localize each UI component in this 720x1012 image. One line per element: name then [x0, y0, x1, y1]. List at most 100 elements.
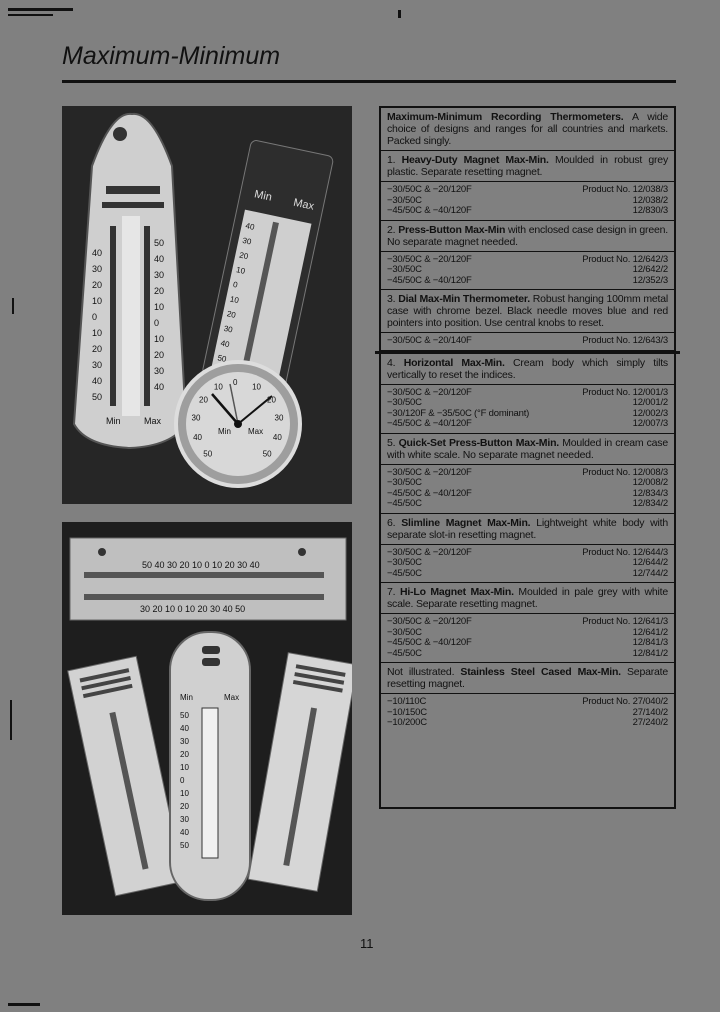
section-description: Moulded in pale grey with white scale. S… — [387, 586, 669, 610]
qs-scale-numeral: 10 — [180, 789, 189, 798]
qs-scale-numeral: 30 — [180, 737, 189, 746]
photo-bottom-thermometers: 50 40 30 20 10 0 10 20 30 40 30 20 10 0 … — [62, 522, 352, 915]
qs-scale-numeral: 40 — [180, 724, 189, 733]
temperature-range: −45/50C — [387, 498, 422, 509]
section-description: Separate resetting magnet. — [387, 666, 669, 690]
dial-tick-label: 40 — [273, 433, 282, 442]
catalog-section: 4. Horizontal Max-Min. Cream body which … — [381, 354, 674, 434]
section-number: 6. — [387, 516, 396, 529]
product-number: Product No. 27/040/2 — [582, 696, 668, 707]
temperature-range: −30/50C & −20/120F — [387, 546, 472, 558]
product-number: 27/240/2 — [632, 717, 669, 728]
section-title: Dial Max-Min Thermometer. — [398, 293, 530, 305]
product-number: 12/008/2 — [632, 477, 669, 488]
temperature-range: −30/50C & −20/120F — [387, 616, 472, 627]
section-description: Robust hanging 100mm metal case with chr… — [387, 293, 669, 329]
product-number: 12/001/2 — [632, 397, 669, 408]
catalog-section: 2. Press-Button Max-Min with enclosed ca… — [381, 221, 674, 290]
temperature-range: −45/50C & −40/120F — [387, 274, 472, 286]
qs-scale-numeral: 40 — [180, 828, 189, 837]
product-code-row: −30/50C & −20/120F Product No. 12/038/3 — [387, 184, 668, 196]
section-description: Moulded in cream case with white scale. … — [387, 436, 668, 461]
product-code-row: −30/50C 12/008/2 — [387, 477, 669, 489]
hd-scale-right-numeral: 30 — [154, 366, 164, 376]
hilo-thermometer-image — [247, 652, 352, 892]
product-code-row: −30/50C & −20/120F Product No. 12/642/3 — [387, 253, 668, 266]
qs-scale-numeral: 30 — [180, 815, 189, 824]
hd-scale-left-numeral: 40 — [92, 248, 102, 258]
pb-scale-numeral: 40 — [220, 339, 231, 350]
qs-min-label: Min — [180, 693, 193, 702]
temperature-range: −45/50C & −40/120F — [387, 637, 472, 648]
temperature-range: −30/50C — [387, 264, 422, 275]
product-code-row: −45/50C & −40/120F 12/352/3 — [387, 274, 669, 287]
pb-scale-numeral: 40 — [245, 221, 256, 232]
section-number: 7. — [387, 586, 396, 598]
section-title: Press-Button Max-Min — [398, 223, 506, 236]
hd-scale-left-numeral: 0 — [92, 312, 97, 322]
section-description: with enclosed case design in green. No s… — [387, 223, 668, 248]
catalog-section: 1. Heavy-Duty Magnet Max-Min. Moulded in… — [381, 151, 674, 221]
product-number: Product No. 12/644/3 — [582, 546, 668, 558]
product-number: 12/830/3 — [632, 205, 669, 216]
pb-scale-numeral: 0 — [232, 280, 239, 290]
pb-scale-numeral: 20 — [226, 309, 237, 320]
hd-scale-right-numeral: 20 — [154, 286, 164, 296]
page-title: Maximum-Minimum — [62, 42, 281, 70]
product-number: 12/841/2 — [632, 647, 669, 659]
temperature-range: −30/50C & −20/120F — [387, 253, 472, 265]
hd-scale-left-numeral: 10 — [92, 328, 102, 338]
horizontal-scale-top: 50 40 30 20 10 0 10 20 30 40 — [142, 560, 260, 570]
temperature-range: −30/50C — [387, 477, 422, 488]
temperature-range: −30/50C — [387, 397, 422, 408]
product-number: 12/641/2 — [632, 626, 669, 638]
dial-tick-label: 10 — [252, 383, 261, 392]
product-number: 12/007/3 — [632, 418, 669, 429]
temperature-range: −30/120F & −35/50C (°F dominant) — [387, 407, 530, 419]
product-number: Product No. 12/642/3 — [582, 253, 668, 265]
section-description: Lightweight white body with separate slo… — [387, 516, 669, 541]
temperature-range: −45/50C & −40/120F — [387, 418, 472, 429]
catalog-intro: Maximum-Minimum Recording Thermometers. … — [381, 108, 674, 151]
product-catalog-box: Maximum-Minimum Recording Thermometers. … — [375, 106, 680, 809]
hd-scale-left-numeral: 50 — [92, 392, 102, 402]
dial-tick-label: 50 — [263, 450, 272, 459]
catalog-section: 7. Hi-Lo Magnet Max-Min. Moulded in pale… — [381, 583, 674, 663]
hd-scale-right-numeral: 0 — [154, 318, 159, 328]
dial-tick-label: 50 — [203, 450, 212, 459]
section-number: 2. — [387, 223, 396, 236]
product-code-row: −45/50C & −40/120F 12/007/3 — [387, 418, 669, 430]
product-number: Product No. 12/038/3 — [582, 184, 668, 195]
section-number: 4. — [387, 356, 396, 369]
temperature-range: −30/50C & −20/120F — [387, 184, 472, 195]
qs-scale-numeral: 20 — [180, 802, 189, 811]
product-number: 27/140/2 — [632, 706, 669, 718]
temperature-range: −45/50C & −40/120F — [387, 487, 472, 499]
temperature-range: −30/50C — [387, 194, 422, 206]
section-number: 1. — [387, 154, 396, 166]
section-title: Horizontal Max-Min. — [403, 356, 505, 369]
catalog-section: 5. Quick-Set Press-Button Max-Min. Mould… — [381, 434, 674, 514]
page-number: 11 — [360, 936, 374, 951]
pb-scale-numeral: 50 — [217, 353, 228, 364]
horizontal-thermometer-image: 50 40 30 20 10 0 10 20 30 40 30 20 10 0 … — [69, 537, 347, 621]
product-number: 12/352/3 — [632, 274, 669, 286]
hd-scale-right-numeral: 40 — [154, 382, 164, 392]
product-number: Product No. 12/001/3 — [582, 386, 668, 398]
qs-max-label: Max — [224, 693, 239, 702]
pb-scale-numeral: 10 — [235, 265, 246, 276]
hd-max-label: Max — [144, 416, 162, 426]
